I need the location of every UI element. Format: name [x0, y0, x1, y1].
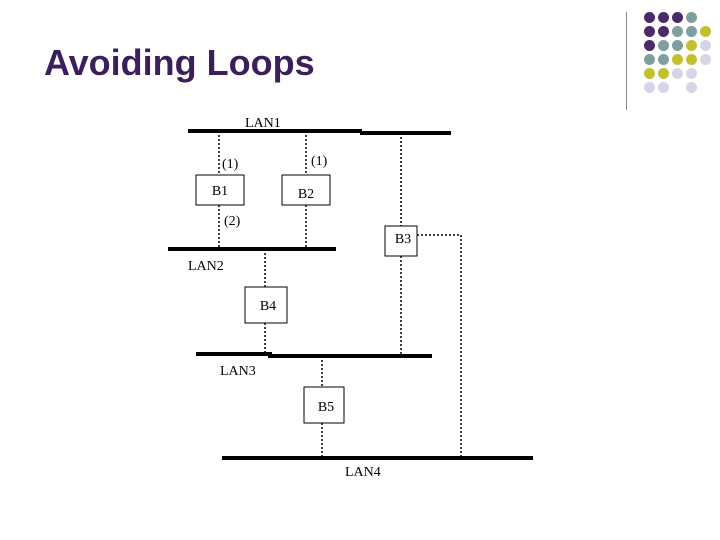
- bridge-b4-label: B4: [260, 299, 276, 314]
- decor-dot: [672, 12, 683, 23]
- bridge-b2-label: B2: [298, 187, 314, 202]
- decor-dot: [672, 68, 683, 79]
- slide-title: Avoiding Loops: [44, 42, 315, 83]
- decor-dot: [644, 12, 655, 23]
- decor-dot: [700, 26, 711, 37]
- bridge-b5-label: B5: [318, 400, 334, 415]
- decor-dot: [644, 26, 655, 37]
- decor-dot: [644, 82, 655, 93]
- decor-dot: [658, 82, 669, 93]
- decor-dot: [686, 54, 697, 65]
- port-b2-lan1-label: (1): [311, 154, 328, 169]
- decor-dot: [700, 54, 711, 65]
- decor-dot: [686, 68, 697, 79]
- bridge-b3-box: [384, 225, 418, 257]
- bridge-b2-box: [281, 174, 331, 206]
- lan2-label: LAN2: [188, 259, 224, 274]
- title-divider-line: [626, 12, 627, 110]
- decor-dot: [658, 68, 669, 79]
- decor-dot: [686, 40, 697, 51]
- decor-dot: [686, 12, 697, 23]
- port-b1-lan1-label: (1): [222, 157, 239, 172]
- decor-dot: [658, 12, 669, 23]
- bridge-b5-box: [303, 386, 345, 424]
- decor-dot: [644, 68, 655, 79]
- decor-dot: [672, 54, 683, 65]
- decor-dot: [672, 26, 683, 37]
- decor-dot: [686, 82, 697, 93]
- decor-dot: [672, 40, 683, 51]
- bridge-b1-box: [195, 174, 245, 206]
- decor-dot: [658, 40, 669, 51]
- bridge-b1-label: B1: [212, 184, 228, 199]
- decor-dot: [658, 54, 669, 65]
- lan1-label: LAN1: [245, 116, 281, 131]
- port-b1-lan2-label: (2): [224, 214, 241, 229]
- bridge-b3-label: B3: [395, 232, 411, 247]
- decor-dot: [658, 26, 669, 37]
- decor-dot: [686, 26, 697, 37]
- bridge-b4-box: [244, 286, 288, 324]
- lan3-label: LAN3: [220, 364, 256, 379]
- decor-dot: [644, 54, 655, 65]
- lan4-label: LAN4: [345, 465, 381, 480]
- decor-dot: [700, 40, 711, 51]
- decorative-dot-grid: [640, 12, 720, 102]
- decor-dot: [644, 40, 655, 51]
